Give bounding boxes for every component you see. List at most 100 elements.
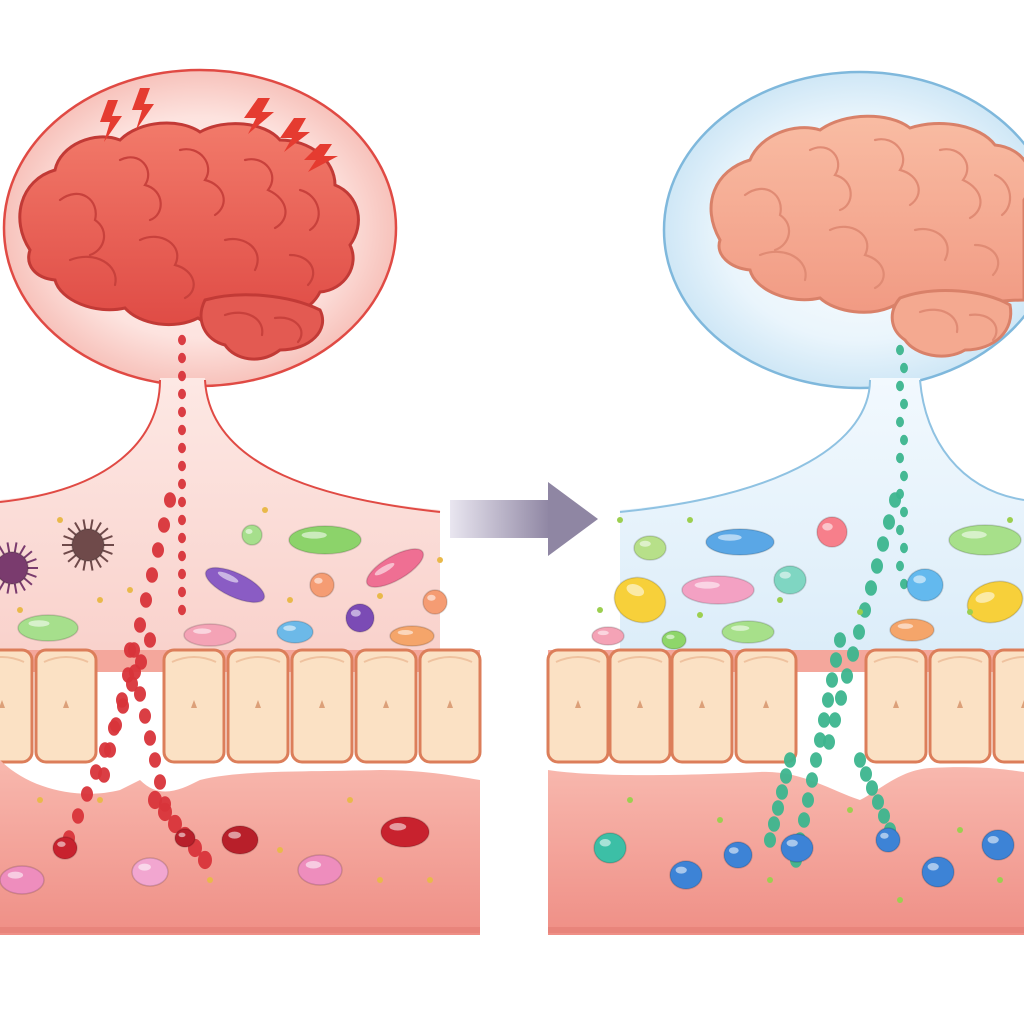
signal-molecule-icon <box>883 514 895 530</box>
signal-molecule-icon <box>81 786 93 802</box>
signal-molecule-icon <box>896 416 904 428</box>
signal-molecule-icon <box>158 517 170 533</box>
bacteria-icon <box>906 568 944 602</box>
signal-molecule-icon <box>866 780 878 796</box>
signal-molecule-icon <box>764 832 776 848</box>
bacteria-icon <box>17 614 79 642</box>
signal-molecule-icon <box>178 532 186 544</box>
signal-molecule-icon <box>772 800 784 816</box>
bacteria-icon <box>52 836 78 860</box>
signal-molecule-icon <box>178 352 186 364</box>
signal-molecule-icon <box>826 672 838 688</box>
bacteria-icon <box>276 620 314 644</box>
signal-molecule-icon <box>877 536 889 552</box>
signal-molecule-icon <box>178 460 186 472</box>
signal-molecule-icon <box>822 692 834 708</box>
bacteria-icon <box>875 827 901 853</box>
signal-molecule-icon <box>178 442 186 454</box>
left-panel-inflamed <box>0 68 482 935</box>
bacteria-icon <box>780 833 814 863</box>
signal-molecule-icon <box>149 752 161 768</box>
bacteria-icon <box>591 626 625 646</box>
epithelial-layer-right <box>546 648 1024 764</box>
signal-molecule-icon <box>126 676 138 692</box>
signal-molecules-left <box>63 334 212 870</box>
bacteria-icon <box>0 551 29 585</box>
bacteria-icon <box>389 625 435 647</box>
bacteria-icon <box>723 841 753 869</box>
signal-molecule-icon <box>896 452 904 464</box>
bacteria-icon <box>633 535 667 561</box>
signal-molecule-icon <box>806 772 818 788</box>
bacteria-icon <box>705 528 775 556</box>
bacteria-icon <box>889 618 935 642</box>
signal-molecule-icon <box>178 424 186 436</box>
signal-molecule-icon <box>830 652 842 668</box>
signal-molecule-icon <box>134 617 146 633</box>
bacteria-icon <box>921 856 955 888</box>
signal-molecule-icon <box>814 732 826 748</box>
signal-molecule-icon <box>72 808 84 824</box>
signal-molecule-icon <box>900 398 908 410</box>
signal-molecule-icon <box>168 814 182 834</box>
signal-molecule-icon <box>117 698 129 714</box>
signal-molecule-icon <box>178 496 186 508</box>
bacteria-icon <box>365 548 425 588</box>
transition-arrow[interactable] <box>450 482 598 556</box>
signal-molecule-icon <box>900 506 908 518</box>
signal-molecule-icon <box>780 768 792 784</box>
signal-molecule-icon <box>152 542 164 558</box>
signal-molecule-icon <box>776 784 788 800</box>
signal-molecule-icon <box>146 567 158 583</box>
bacteria-icon <box>131 857 169 887</box>
signal-molecule-icon <box>158 802 172 822</box>
bacteria-icon <box>380 816 430 848</box>
signal-molecule-icon <box>178 604 186 616</box>
signal-molecule-icon <box>860 766 872 782</box>
bacteria-icon <box>204 566 266 604</box>
signal-molecule-icon <box>878 808 890 824</box>
bacteria-icon <box>241 524 263 546</box>
signal-molecule-icon <box>144 632 156 648</box>
signal-molecule-icon <box>768 816 780 832</box>
signal-molecule-icon <box>835 690 847 706</box>
brain-icon <box>18 121 360 361</box>
signal-molecule-icon <box>872 794 884 810</box>
signal-molecule-icon <box>178 586 186 598</box>
signal-molecule-icon <box>834 632 846 648</box>
signal-molecule-icon <box>829 712 841 728</box>
signal-molecule-icon <box>99 742 111 758</box>
signal-molecule-icon <box>871 558 883 574</box>
signal-molecule-icon <box>900 542 908 554</box>
signal-molecule-icon <box>90 764 102 780</box>
signal-molecule-icon <box>900 434 908 446</box>
signal-molecule-icon <box>129 664 141 680</box>
signal-molecule-icon <box>139 708 151 724</box>
signal-molecule-icon <box>148 790 162 810</box>
bacteria-icon <box>0 865 45 895</box>
signal-molecule-icon <box>841 668 853 684</box>
signal-molecule-icon <box>178 550 186 562</box>
bacteria-icon <box>297 854 343 886</box>
signal-molecule-icon <box>178 568 186 580</box>
bacteria-icon <box>345 603 375 633</box>
signal-molecule-icon <box>784 752 796 768</box>
signal-molecule-icon <box>164 492 176 508</box>
signal-molecule-icon <box>154 774 166 790</box>
signal-molecule-icon <box>178 478 186 490</box>
bacteria-icon <box>221 825 259 855</box>
signal-molecule-icon <box>896 524 904 536</box>
signal-molecule-icon <box>140 592 152 608</box>
bacteria-left <box>0 507 448 895</box>
bacteria-icon <box>661 630 687 650</box>
signal-molecule-icon <box>798 812 810 828</box>
bacteria-icon <box>593 832 627 864</box>
bacteria-icon <box>948 524 1022 556</box>
signal-molecule-icon <box>178 406 186 418</box>
bacteria-icon <box>721 620 775 644</box>
bacteria-icon <box>288 525 362 555</box>
bacteria-icon <box>174 828 196 848</box>
signal-molecule-icon <box>900 578 908 590</box>
bacteria-icon <box>309 572 335 598</box>
signal-molecule-icon <box>134 686 146 702</box>
